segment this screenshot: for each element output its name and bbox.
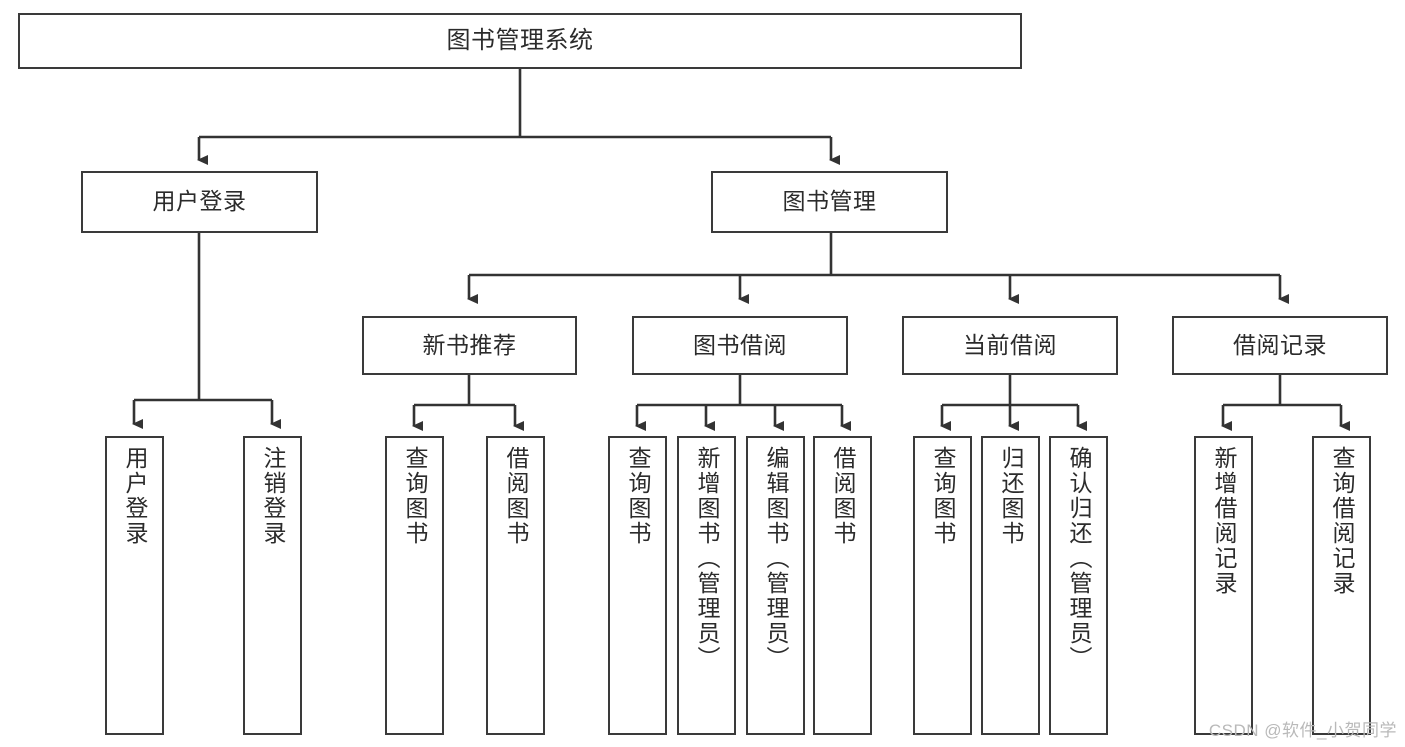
leaf-current-return-book[interactable]: 归还图书 [981, 436, 1040, 735]
node-label: 查询图书 [930, 446, 956, 546]
leaf-record-add-record[interactable]: 新增借阅记录 [1194, 436, 1253, 735]
node-label: 查询借阅记录 [1329, 446, 1355, 596]
node-label: 借阅图书 [503, 446, 529, 546]
leaf-recommend-borrow-book[interactable]: 借阅图书 [486, 436, 545, 735]
leaf-user-login-logout[interactable]: 注销登录 [243, 436, 302, 735]
node-label: 借阅记录 [1233, 331, 1327, 358]
node-new-book-recommend[interactable]: 新书推荐 [362, 316, 577, 375]
node-label: 图书管理系统 [446, 26, 594, 54]
node-book-borrow[interactable]: 图书借阅 [632, 316, 848, 375]
leaf-user-login-login[interactable]: 用户登录 [105, 436, 164, 735]
node-user-login[interactable]: 用户登录 [81, 171, 318, 233]
node-label: 用户登录 [152, 188, 247, 215]
leaf-borrow-query-book[interactable]: 查询图书 [608, 436, 667, 735]
leaf-current-query-book[interactable]: 查询图书 [913, 436, 972, 735]
watermark-text: CSDN @软件_小贺同学 [1208, 721, 1397, 740]
leaf-borrow-add-book-admin[interactable]: 新增图书（管理员） [677, 436, 736, 735]
leaf-recommend-query-book[interactable]: 查询图书 [385, 436, 444, 735]
node-root-system[interactable]: 图书管理系统 [18, 13, 1022, 69]
leaf-record-query-record[interactable]: 查询借阅记录 [1312, 436, 1371, 735]
node-label: 图书借阅 [693, 331, 787, 358]
node-label: 当前借阅 [963, 331, 1057, 358]
node-current-borrow[interactable]: 当前借阅 [902, 316, 1118, 375]
node-label: 新书推荐 [422, 331, 517, 358]
leaf-borrow-borrow-book[interactable]: 借阅图书 [813, 436, 872, 735]
node-label: 确认归还（管理员） [1066, 446, 1092, 671]
node-label: 用户登录 [122, 446, 148, 546]
node-label: 查询图书 [625, 446, 651, 546]
node-label: 图书管理 [782, 188, 877, 215]
node-label: 查询图书 [402, 446, 428, 546]
leaf-current-confirm-return-admin[interactable]: 确认归还（管理员） [1049, 436, 1108, 735]
node-label: 注销登录 [260, 446, 286, 546]
node-label: 编辑图书（管理员） [763, 446, 789, 671]
node-label: 归还图书 [998, 446, 1024, 546]
node-label: 新增图书（管理员） [694, 446, 720, 671]
node-label: 新增借阅记录 [1211, 446, 1237, 596]
leaf-borrow-edit-book-admin[interactable]: 编辑图书（管理员） [746, 436, 805, 735]
node-book-management[interactable]: 图书管理 [711, 171, 948, 233]
node-borrow-record[interactable]: 借阅记录 [1172, 316, 1388, 375]
node-label: 借阅图书 [830, 446, 856, 546]
